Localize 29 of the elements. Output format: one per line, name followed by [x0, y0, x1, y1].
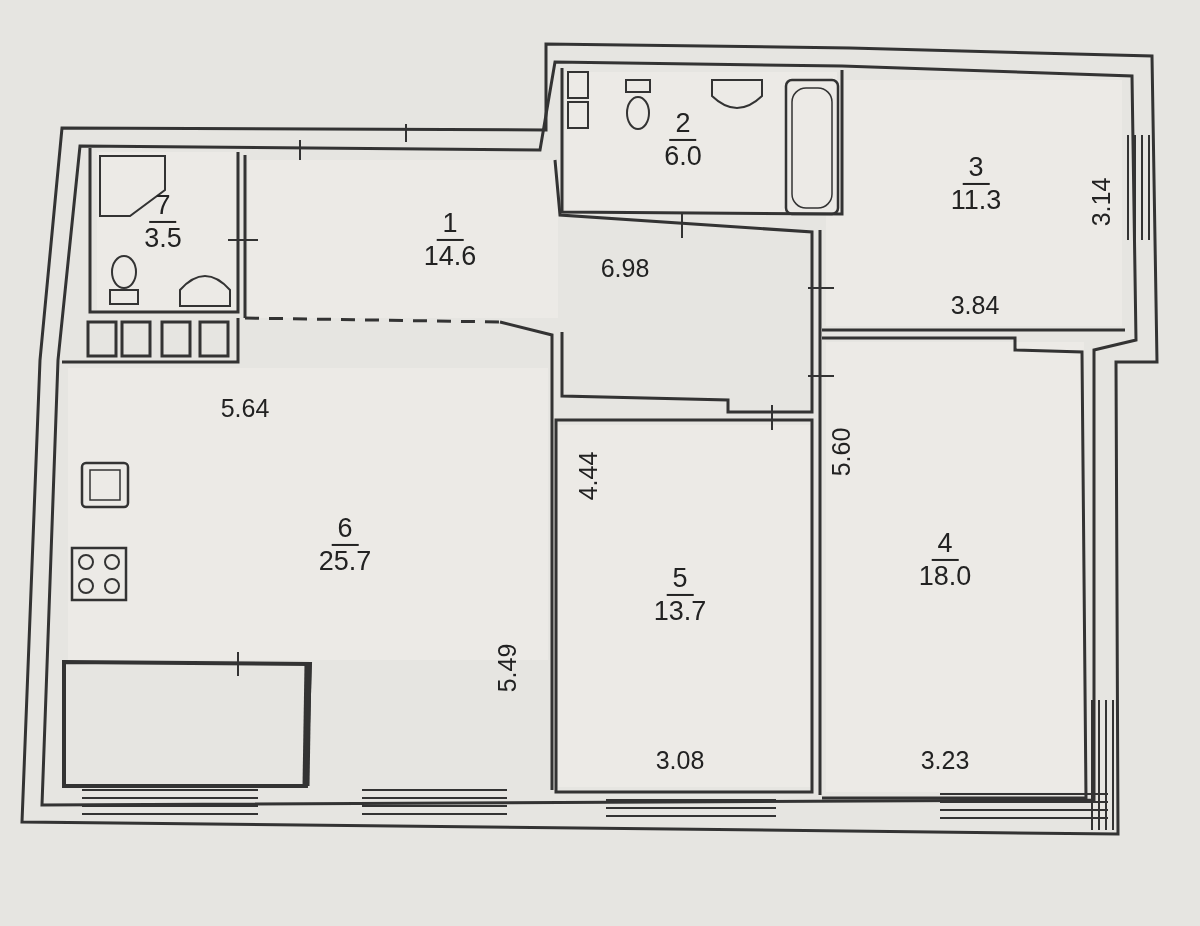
dimension-label: 3.84 [950, 290, 1000, 320]
room-area: 25.7 [318, 546, 372, 578]
room [826, 80, 1122, 326]
dimension-label: 5.49 [492, 643, 522, 693]
room-number: 1 [436, 207, 464, 241]
room-area: 6.0 [664, 141, 702, 173]
room [565, 72, 837, 212]
room-number: 5 [666, 562, 694, 596]
dimension-label: 5.60 [826, 427, 856, 477]
room-number: 7 [149, 189, 177, 223]
dimension-label: 6.98 [600, 253, 650, 283]
room [97, 152, 236, 310]
room-area: 14.6 [423, 241, 477, 273]
dimension-label: 3.08 [655, 745, 705, 775]
room [248, 160, 558, 318]
room-number: 2 [669, 107, 697, 141]
room-area: 13.7 [653, 596, 707, 628]
room [558, 425, 810, 787]
dimension-label: 3.14 [1086, 177, 1116, 227]
room-area: 3.5 [144, 223, 182, 255]
dimension-label: 5.64 [220, 393, 270, 423]
room-number: 6 [331, 512, 359, 546]
room-area: 18.0 [918, 561, 972, 593]
dimension-label: 4.44 [573, 451, 603, 501]
room-number: 3 [962, 151, 990, 185]
room [826, 342, 1084, 792]
room-number: 4 [931, 527, 959, 561]
room-area: 11.3 [950, 185, 1002, 217]
dimension-label: 3.23 [920, 745, 970, 775]
